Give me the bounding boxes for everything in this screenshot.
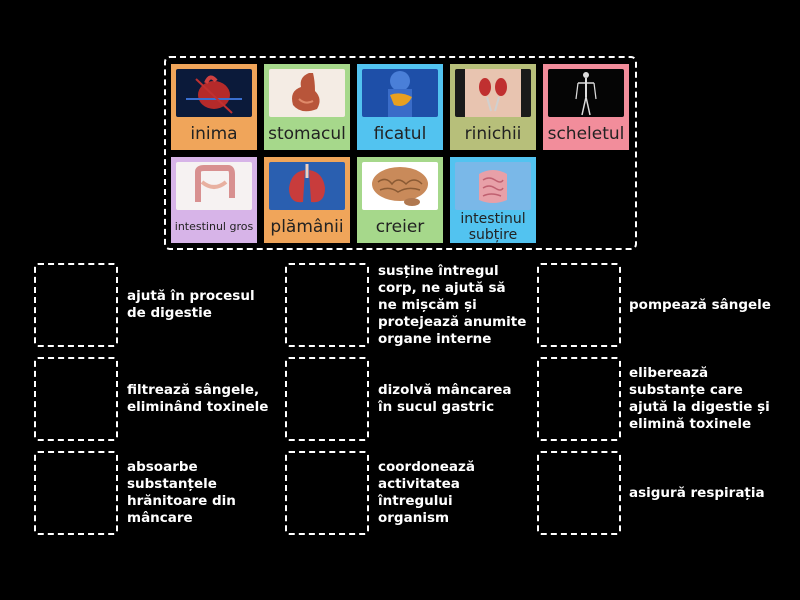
- clue-text: coordonează activitatea întregului organ…: [378, 459, 475, 526]
- card-intestinul-gros[interactable]: intestinul gros: [171, 157, 257, 243]
- card-label: scheletul: [547, 123, 625, 144]
- card-label: ficatul: [373, 123, 427, 144]
- brain-image-icon: [362, 162, 438, 210]
- clue-text: susține întregul corp, ne ajută să ne mi…: [378, 262, 527, 347]
- clue-text: eliberează substanțe care ajută la diges…: [629, 365, 770, 432]
- card-bank: [164, 56, 637, 250]
- card-label: stomacul: [268, 123, 346, 144]
- card-ficatul[interactable]: ficatul: [357, 64, 443, 150]
- drop-slot[interactable]: [537, 263, 621, 347]
- card-label: intestinul gros: [174, 220, 254, 233]
- drop-slot[interactable]: [285, 263, 369, 347]
- drop-slot[interactable]: [285, 451, 369, 535]
- lungs-image-icon: [269, 162, 345, 210]
- stomach-image-icon: [269, 69, 345, 117]
- card-label: rinichii: [464, 123, 522, 144]
- drop-slot[interactable]: [537, 451, 621, 535]
- clue-text: ajută în procesul de digestie: [127, 288, 255, 321]
- drop-slot[interactable]: [285, 357, 369, 441]
- card-scheletul[interactable]: scheletul: [543, 64, 629, 150]
- kidneys-image-icon: [455, 69, 531, 117]
- card-inima[interactable]: inima: [171, 64, 257, 150]
- card-rinichii[interactable]: rinichii: [450, 64, 536, 150]
- drop-slot[interactable]: [537, 357, 621, 441]
- card-stomacul[interactable]: stomacul: [264, 64, 350, 150]
- large-intestine-image-icon: [176, 162, 252, 210]
- drop-slot[interactable]: [34, 451, 118, 535]
- card-label: plămânii: [270, 216, 344, 237]
- drop-slot[interactable]: [34, 263, 118, 347]
- clue-text: asigură respirația: [629, 484, 765, 501]
- card-label: inima: [190, 123, 238, 144]
- clue-text: dizolvă mâncarea în sucul gastric: [378, 382, 512, 415]
- card-plamanii[interactable]: plămânii: [264, 157, 350, 243]
- clue-text: absoarbe substanțele hrănitoare din mânc…: [127, 459, 236, 526]
- card-creier[interactable]: creier: [357, 157, 443, 243]
- skeleton-image-icon: [548, 69, 624, 117]
- liver-image-icon: [362, 69, 438, 117]
- clue-text: pompează sângele: [629, 296, 771, 313]
- clue-text: filtrează sângele, eliminând toxinele: [127, 382, 269, 415]
- heart-image-icon: [176, 69, 252, 117]
- small-intestine-image-icon: [455, 162, 531, 210]
- drop-slot[interactable]: [34, 357, 118, 441]
- card-label: intestinul subțire: [460, 210, 526, 243]
- card-label: creier: [375, 216, 425, 237]
- card-intestinul-subtire[interactable]: intestinul subțire: [450, 157, 536, 243]
